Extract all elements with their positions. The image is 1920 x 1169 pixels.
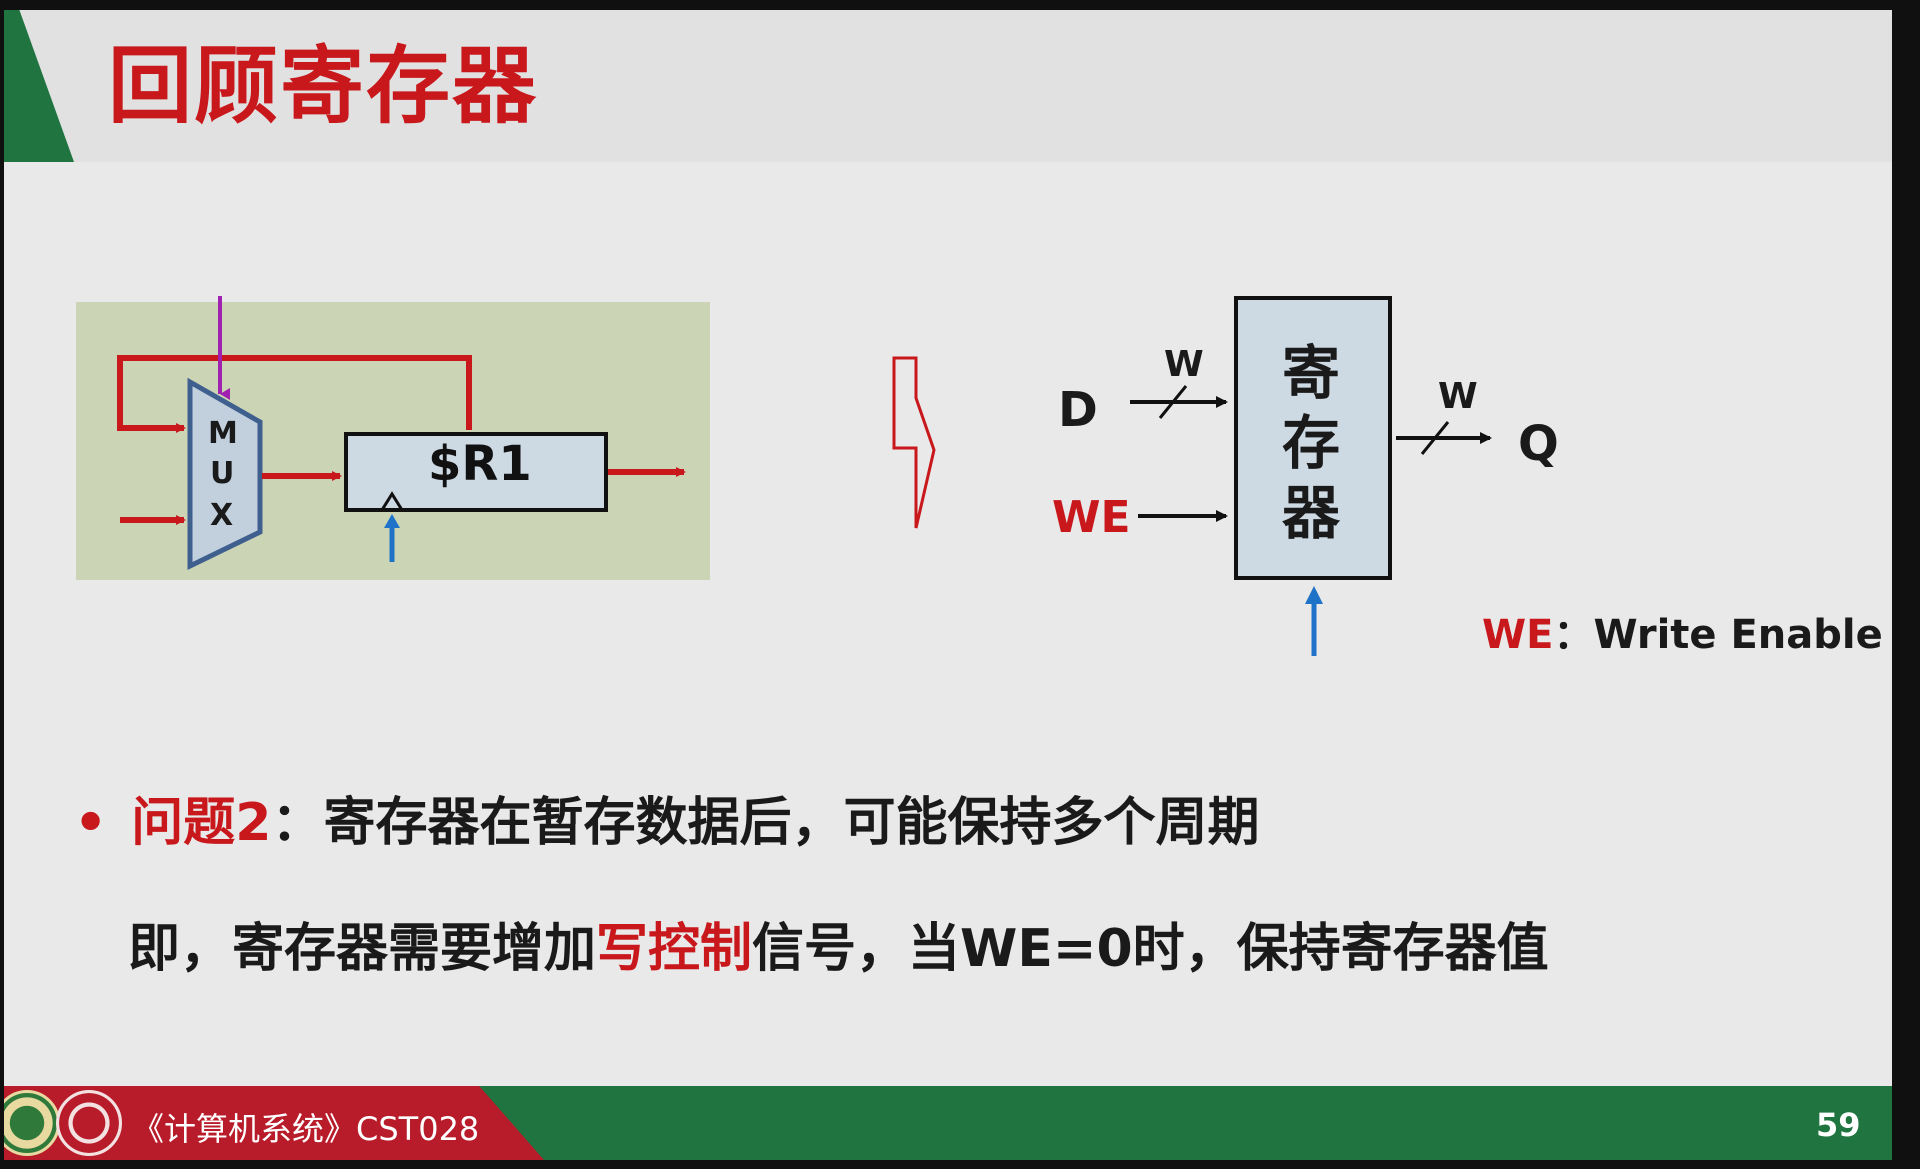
question-text: ：寄存器在暂存数据后，可能保持多个周期 (271, 793, 1260, 853)
q-width-slash (1420, 421, 1450, 455)
register-char-1: 寄 (1282, 339, 1341, 407)
course-name: 《计算机系统》CST028 (132, 1110, 480, 1148)
mux-letter-x: X (210, 498, 234, 533)
register-char-3: 器 (1282, 479, 1341, 547)
question-prefix: 问题2 (131, 793, 272, 853)
d-width-slash (1158, 385, 1188, 419)
feedback-wire (117, 355, 472, 433)
mux-diagram (117, 296, 1492, 656)
q-width-label: W (1438, 376, 1478, 417)
slide: 回顾寄存器 (4, 10, 1892, 1160)
page-number: 59 (1816, 1106, 1861, 1144)
we-definition-sep: ： (1553, 612, 1594, 658)
mux-letter-m: M (208, 416, 238, 451)
explanation-line: 即，寄存器需要增加写控制信号，当WE=0时，保持寄存器值 (128, 906, 1549, 981)
register-box (1234, 296, 1392, 580)
explanation-part1: 即，寄存器需要增加 (128, 919, 597, 979)
r1-label: $R1 (428, 436, 532, 492)
d-width-label: W (1164, 344, 1204, 385)
we-input-label: WE (1052, 492, 1131, 543)
bullet-question: • 问题2：寄存器在暂存数据后，可能保持多个周期 (74, 780, 1259, 855)
slide-title: 回顾寄存器 (108, 37, 539, 135)
q-output-label: Q (1518, 416, 1559, 472)
we-definition-key: WE (1482, 612, 1554, 658)
bullet-dot: • (74, 793, 108, 853)
register-char-2: 存 (1282, 409, 1341, 477)
we-definition-value: Write Enable (1593, 612, 1883, 658)
mux-letter-u: U (210, 456, 235, 491)
explanation-part2: 信号，当WE=0时，保持寄存器值 (752, 919, 1549, 979)
transform-arrow (892, 356, 936, 529)
mux-shape (187, 377, 263, 570)
r1-box (344, 432, 608, 512)
school-seal-icon (56, 1090, 122, 1156)
explanation-highlight: 写控制 (596, 919, 753, 979)
we-definition: WE：Write Enable (1482, 602, 1883, 660)
d-input-label: D (1058, 382, 1098, 438)
r1-clock-triangle (380, 491, 404, 511)
title-bar (4, 10, 1892, 162)
